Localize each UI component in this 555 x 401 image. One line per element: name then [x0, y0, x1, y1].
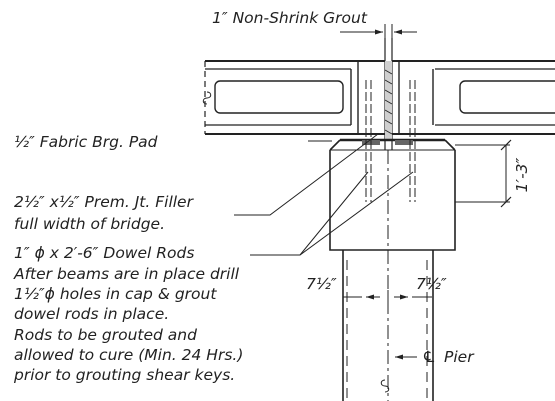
drill-note-line-6: prior to grouting shear keys. — [13, 366, 235, 384]
cap-depth-dimension: 1′-3″ — [513, 157, 531, 192]
grout-callout: 1″ Non-Shrink Grout — [212, 9, 368, 27]
leader-lines — [234, 133, 414, 256]
drill-note-line-1: After beams are in place drill — [13, 265, 240, 283]
right-beam — [392, 60, 555, 135]
joint-filler-note: full width of bridge. — [14, 215, 165, 233]
drill-note-line-4: Rods to be grouted and — [14, 326, 197, 344]
dowel-rods-callout: 1″ ϕ x 2′-6″ Dowel Rods — [14, 244, 194, 262]
bearing-pad-callout: ½″ Fabric Brg. Pad — [14, 133, 158, 151]
left-beam — [202, 60, 385, 135]
centerline-label: Pier — [444, 348, 475, 366]
dimension-lines — [343, 139, 512, 304]
pier-cap — [329, 138, 456, 251]
grout-joint — [340, 24, 417, 150]
dowel-rods — [365, 80, 416, 202]
drill-note-line-3: dowel rods in place. — [14, 305, 169, 323]
centerline-symbol: ℄ — [422, 348, 436, 366]
drill-note-line-2: 1½″ϕ holes in cap & grout — [14, 285, 217, 303]
drill-note-line-5: allowed to cure (Min. 24 Hrs.) — [14, 346, 243, 364]
pier-column — [342, 250, 434, 401]
right-dowel-offset-dimension: 7½″ — [416, 275, 447, 293]
centerline — [380, 150, 417, 401]
joint-filler-callout: 2½″ x½″ Prem. Jt. Filler — [14, 193, 195, 211]
left-dowel-offset-dimension: 7½″ — [306, 275, 337, 293]
